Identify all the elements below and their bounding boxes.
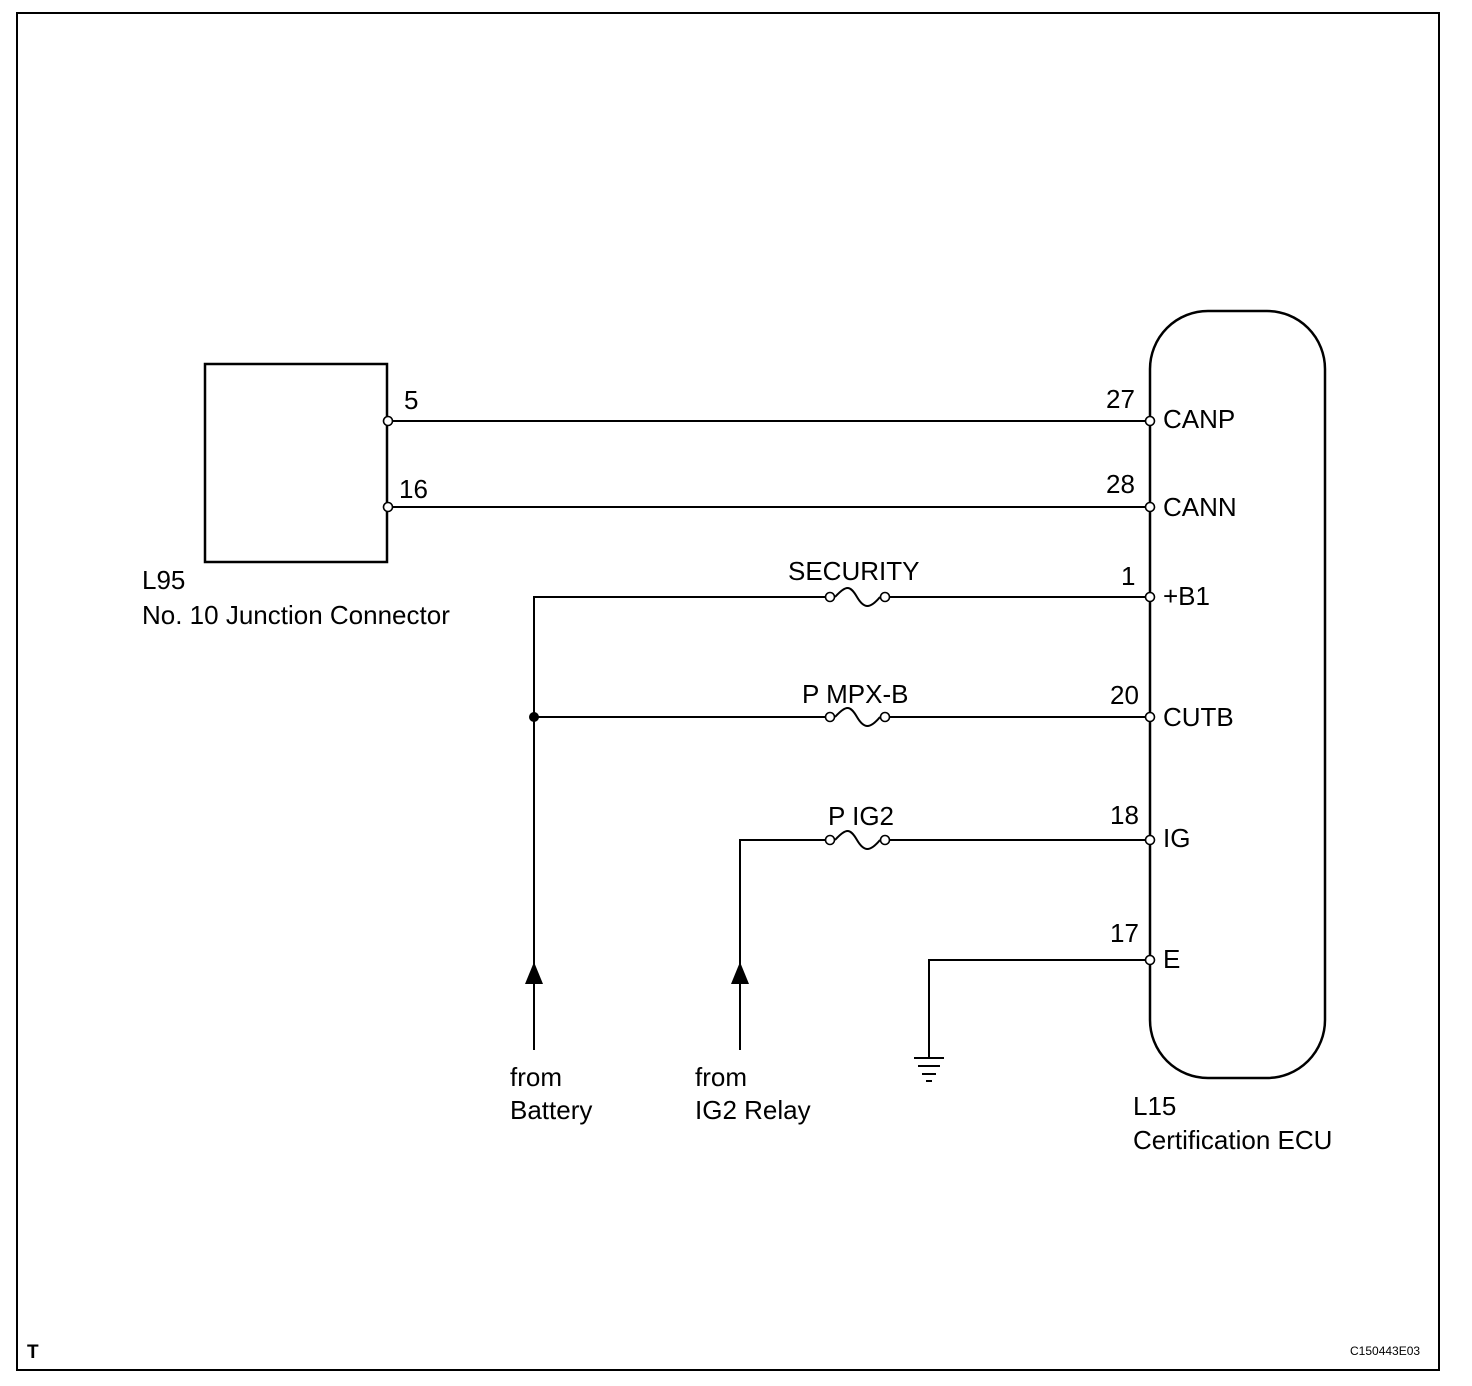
ecu-name: Certification ECU xyxy=(1133,1125,1332,1155)
ecu-name-b1: +B1 xyxy=(1163,581,1210,611)
fuse-security-icon xyxy=(824,587,891,607)
ecu-name-e: E xyxy=(1163,944,1180,974)
junction-connector-box xyxy=(203,362,389,564)
junction-pin-5-terminal xyxy=(382,415,394,427)
wire-ground xyxy=(928,959,1150,1058)
junction-pin-16-label: 16 xyxy=(399,474,428,504)
fuse-security-label: SECURITY xyxy=(788,556,919,586)
ecu-pin-27: 27 xyxy=(1106,384,1135,414)
diagram-frame xyxy=(16,12,1440,1371)
figure-id: C150443E03 xyxy=(1350,1344,1420,1358)
junction-dot xyxy=(529,712,539,722)
ecu-pin-1: 1 xyxy=(1121,561,1135,591)
ground-icon xyxy=(914,1057,944,1082)
junction-connector-code: L95 xyxy=(142,565,185,595)
fuse-p-ig2-label: P IG2 xyxy=(828,801,894,831)
ecu-l15: L15 Certification ECU xyxy=(1133,309,1332,1155)
ecu-code: L15 xyxy=(1133,1091,1176,1121)
battery-source-line1: from xyxy=(510,1062,562,1092)
ecu-pin-17: 17 xyxy=(1110,918,1139,948)
corner-mark: T xyxy=(27,1342,39,1363)
ig2-relay-source-line2: IG2 Relay xyxy=(695,1095,811,1125)
junction-pin-5-label: 5 xyxy=(404,385,418,415)
fuse-p-mpx-b-icon xyxy=(824,707,891,727)
wire-ig xyxy=(739,839,830,1050)
battery-source-line2: Battery xyxy=(510,1095,592,1125)
wire-b1 xyxy=(533,596,830,1050)
ig2-relay-source-line1: from xyxy=(695,1062,747,1092)
ecu-terminal-b1 xyxy=(1144,591,1156,603)
ecu-pin-28: 28 xyxy=(1106,469,1135,499)
ecu-name-cutb: CUTB xyxy=(1163,702,1234,732)
ecu-name-cann: CANN xyxy=(1163,492,1237,522)
battery-arrow-icon xyxy=(525,962,543,984)
ecu-terminal-e xyxy=(1144,954,1156,966)
ecu-box xyxy=(1148,309,1327,1080)
ig2-relay-arrow-icon xyxy=(731,962,749,984)
ecu-name-ig: IG xyxy=(1163,823,1190,853)
ecu-terminal-ig xyxy=(1144,834,1156,846)
junction-pin-16-terminal xyxy=(382,501,394,513)
ecu-pin-20: 20 xyxy=(1110,680,1139,710)
ecu-terminal-cutb xyxy=(1144,711,1156,723)
junction-connector-name: No. 10 Junction Connector xyxy=(142,600,450,630)
fuse-p-mpx-b-label: P MPX-B xyxy=(802,679,908,709)
ecu-terminal-canp xyxy=(1144,415,1156,427)
ecu-name-canp: CANP xyxy=(1163,404,1235,434)
junction-connector-l95: L95 No. 10 Junction Connector 5 16 xyxy=(142,362,450,630)
ecu-pin-18: 18 xyxy=(1110,800,1139,830)
fuse-p-ig2-icon xyxy=(824,830,891,850)
ecu-terminal-cann xyxy=(1144,501,1156,513)
